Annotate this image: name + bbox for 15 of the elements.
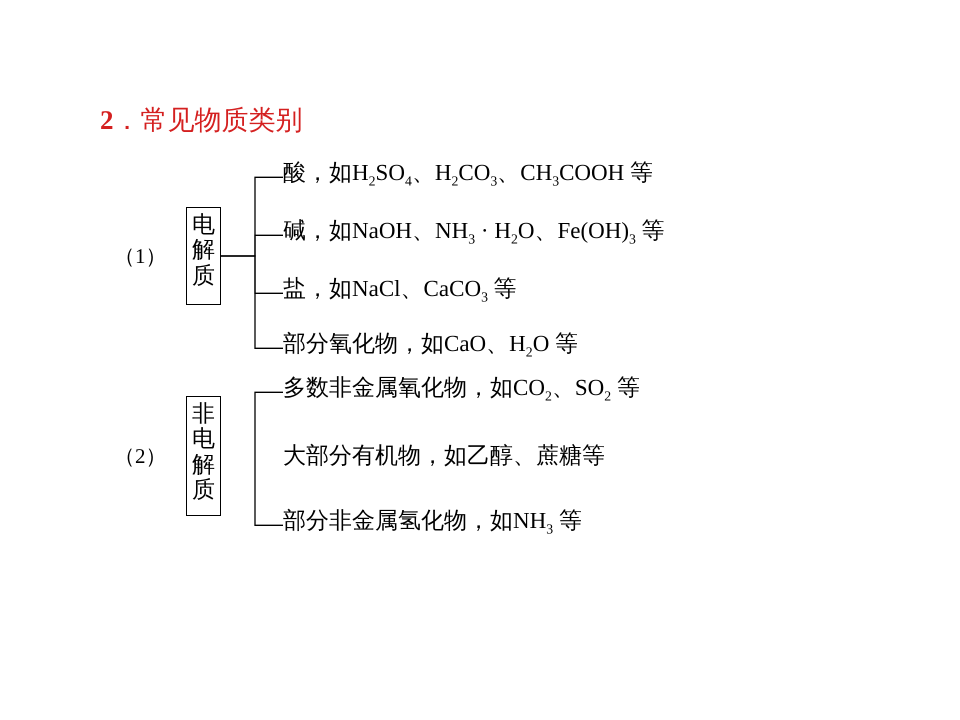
- example-text: 碱，如NaOH、NH$_{3}$ · H$_{2}$O、Fe(OH)$_{3}$ 等: [283, 218, 665, 243]
- category-box: [186, 207, 221, 305]
- item-number: （1）: [114, 243, 166, 270]
- example-text: 酸，如H$_{2}$SO$_{4}$、H$_{2}$CO$_{3}$、CH$_{3}$COOH 等: [283, 160, 654, 185]
- example-text: 大部分有机物，如乙醇、蔗糖等: [283, 443, 605, 468]
- category-label: 电解质: [192, 212, 215, 288]
- example-text: 多数非金属氧化物，如CO$_{2}$、SO$_{2}$ 等: [283, 375, 640, 400]
- category-box: [186, 396, 221, 516]
- category-label: 非电解质: [192, 401, 215, 502]
- example-text: 盐，如NaCl、CaCO$_{3}$ 等: [283, 276, 517, 301]
- example-text: 部分氧化物，如CaO、H$_{2}$O 等: [283, 331, 578, 356]
- item-number: （2）: [114, 443, 166, 470]
- heading: 2．常见物质类别: [100, 104, 302, 137]
- example-text: 部分非金属氢化物，如NH$_{3}$ 等: [283, 508, 582, 533]
- bracket-connector: [221, 255, 283, 349]
